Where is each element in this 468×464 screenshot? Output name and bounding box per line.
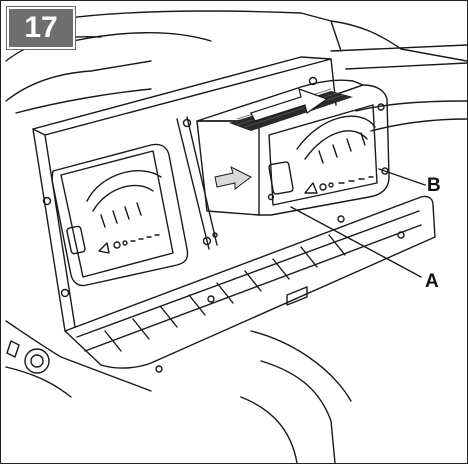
callout-label-b: B <box>427 175 441 196</box>
machine-base <box>5 320 352 463</box>
callout-label-a: A <box>425 271 439 292</box>
machine-body <box>5 10 467 132</box>
callout-b-leader <box>378 168 426 186</box>
step-number-badge: 17 <box>6 6 76 50</box>
compartment-frame <box>32 56 337 332</box>
removal-arrow <box>214 88 329 190</box>
open-lid <box>64 195 436 373</box>
installed-battery <box>51 143 189 287</box>
callout-a-leader <box>290 206 422 278</box>
